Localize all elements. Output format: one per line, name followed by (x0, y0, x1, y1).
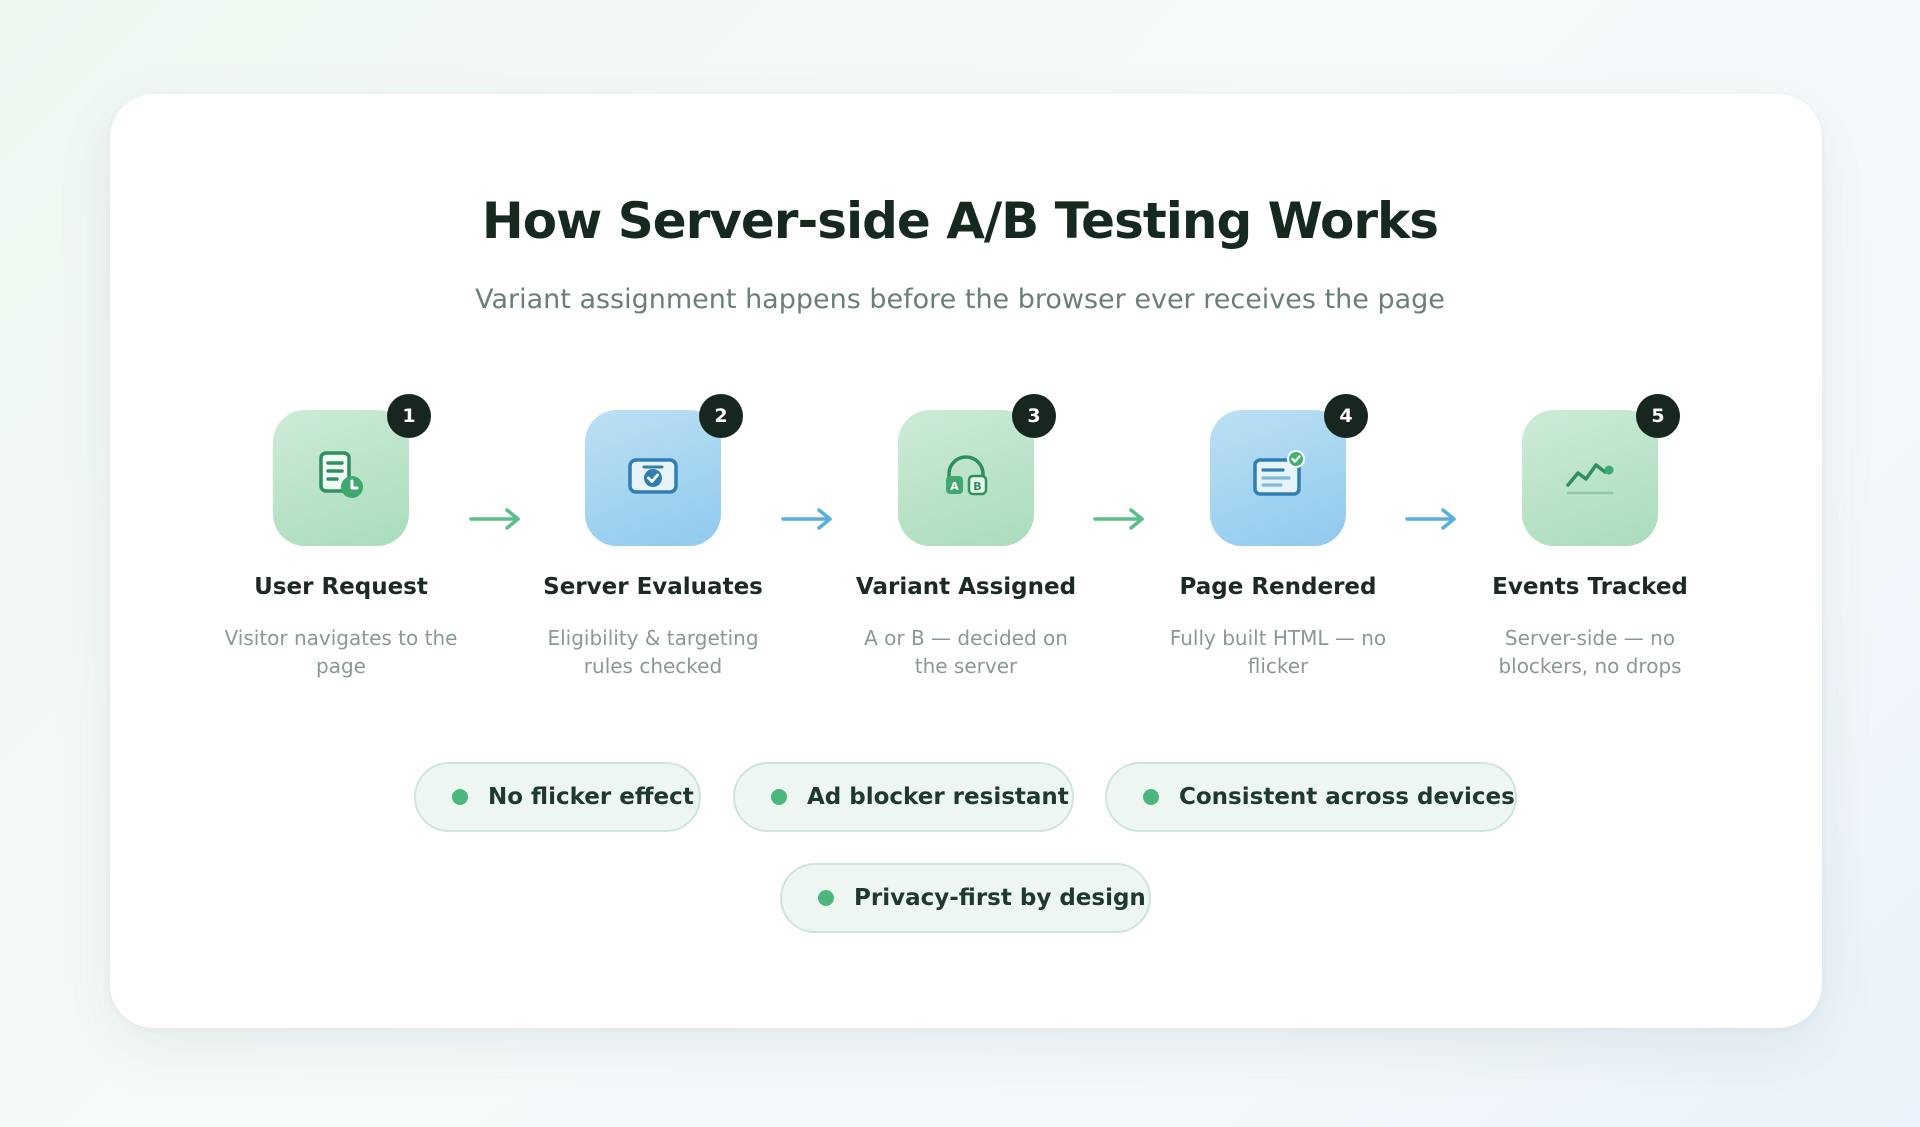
arrow-right-icon (1093, 508, 1144, 530)
step-title: User Request (254, 574, 428, 600)
step-description: Visitor navigates to the page (224, 626, 458, 678)
benefit-label: Privacy-first by design (854, 885, 1146, 911)
step-server-evaluates: 2 Server Evaluates Eligibility & targeti… (503, 394, 803, 680)
page-title: How Server-side A/B Testing Works (481, 192, 1439, 250)
ab-variant-icon: A B (937, 447, 995, 509)
step-tile: 5 (1522, 394, 1680, 546)
trend-line-icon (1561, 447, 1619, 509)
arrow-right-icon (781, 508, 832, 530)
status-dot-icon (771, 789, 787, 805)
status-dot-icon (818, 890, 834, 906)
step-description: Eligibility & targeting rules checked (547, 626, 759, 678)
step-number-badge: 5 (1636, 394, 1680, 438)
step-description: Fully built HTML — no flicker (1169, 626, 1387, 678)
document-clock-icon (312, 447, 370, 509)
step-tile: 1 (273, 394, 431, 546)
benefit-label: No flicker effect (488, 784, 694, 810)
step-title: Variant Assigned (855, 574, 1077, 600)
step-page-rendered: 4 Page Rendered Fully built HTML — no fl… (1128, 394, 1428, 680)
svg-text:A: A (950, 480, 959, 493)
step-number-badge: 1 (387, 394, 431, 438)
step-number-badge: 2 (699, 394, 743, 438)
step-variant-assigned: A B 3 Variant Assigned A or B — decided … (816, 394, 1116, 680)
step-description: A or B — decided on the server (864, 626, 1068, 678)
step-title: Events Tracked (1492, 574, 1688, 600)
step-description: Server-side — no blockers, no drops (1498, 626, 1682, 678)
benefit-pill: No flicker effect (414, 762, 701, 832)
arrow-right-icon (469, 508, 520, 530)
step-tile: 4 (1210, 394, 1368, 546)
benefit-label: Ad blocker resistant (807, 784, 1069, 810)
benefit-label: Consistent across devices (1179, 784, 1515, 810)
svg-text:B: B (973, 480, 981, 493)
arrow-right-icon (1405, 508, 1456, 530)
step-tile: A B 3 (898, 394, 1056, 546)
step-title: Page Rendered (1179, 574, 1377, 600)
step-events-tracked: 5 Events Tracked Server-side — no blocke… (1440, 394, 1740, 680)
step-user-request: 1 User Request Visitor navigates to the … (191, 394, 491, 680)
page-rendered-icon (1249, 447, 1307, 509)
step-tile: 2 (585, 394, 743, 546)
step-number-badge: 4 (1324, 394, 1368, 438)
status-dot-icon (1143, 789, 1159, 805)
page-subtitle: Variant assignment happens before the br… (475, 284, 1445, 315)
status-dot-icon (452, 789, 468, 805)
benefit-pill: Consistent across devices (1105, 762, 1517, 832)
benefit-pill: Ad blocker resistant (733, 762, 1074, 832)
step-number-badge: 3 (1012, 394, 1056, 438)
server-check-icon (624, 447, 682, 509)
benefit-pill: Privacy-first by design (780, 863, 1151, 933)
step-title: Server Evaluates (543, 574, 763, 600)
